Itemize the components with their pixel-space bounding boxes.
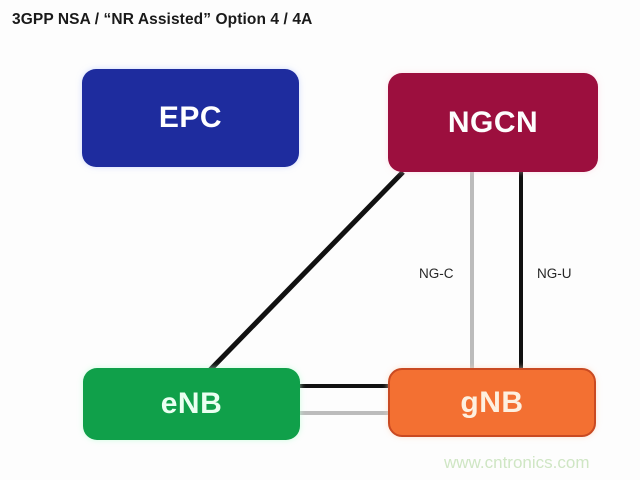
node-gnb[interactable]: gNB [388, 368, 596, 437]
watermark: www.cntronics.com [444, 453, 590, 472]
edge-ngcn-enb [208, 170, 405, 372]
node-enb-label: eNB [160, 387, 223, 420]
node-ngcn[interactable]: NGCN [388, 73, 598, 172]
node-ngcn-label: NGCN [447, 105, 539, 139]
edge-label-ng-c: NG-C [419, 266, 454, 281]
node-epc-label: EPC [158, 101, 223, 134]
edge-label-ng-u: NG-U [537, 266, 572, 281]
node-epc[interactable]: EPC [82, 69, 299, 167]
diagram-title: 3GPP NSA / “NR Assisted” Option 4 / 4A [12, 11, 313, 28]
node-enb[interactable]: eNB [83, 368, 300, 440]
node-gnb-label: gNB [460, 385, 524, 419]
